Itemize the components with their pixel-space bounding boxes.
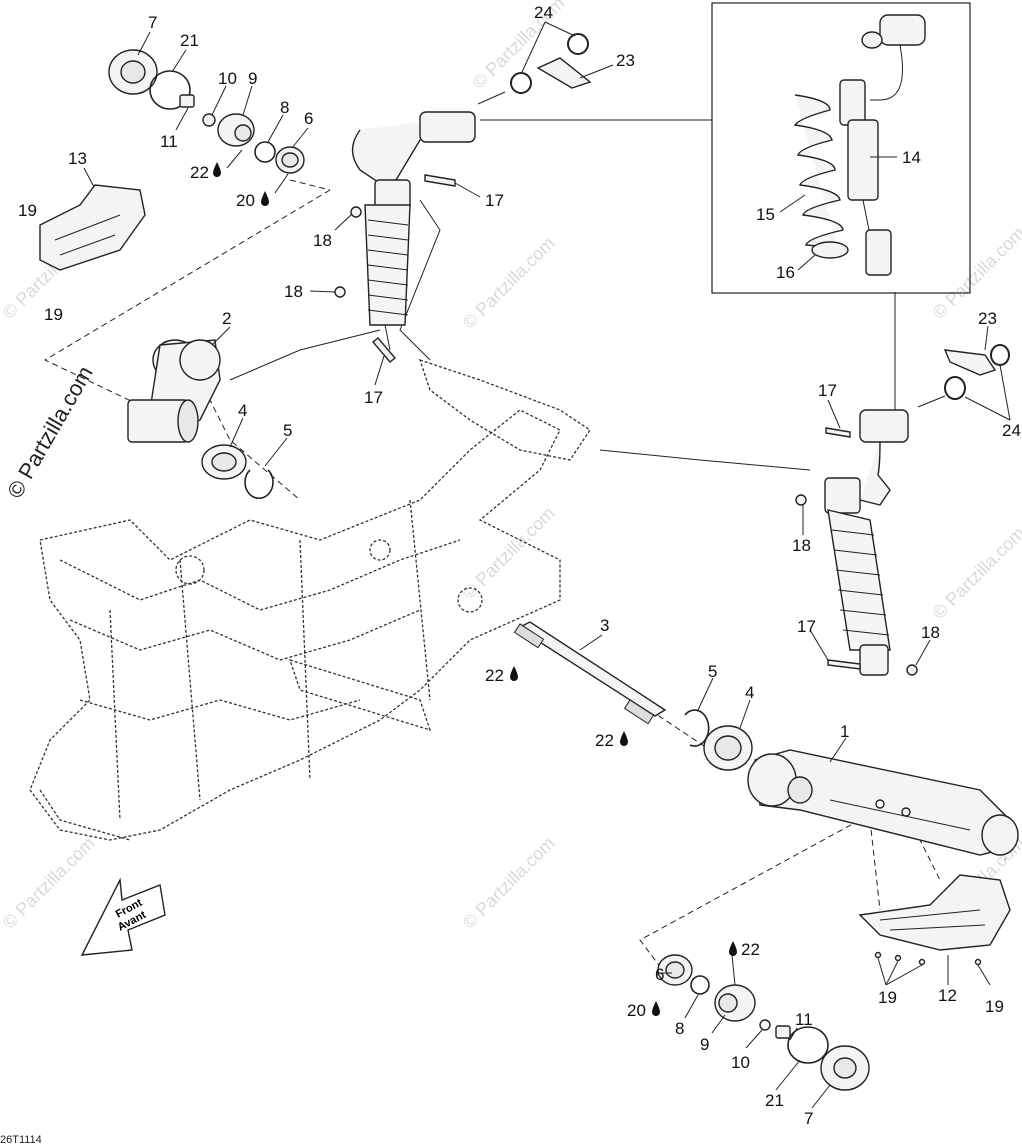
watermark: © Partzilla.com: [929, 223, 1022, 323]
callout-24: 24: [534, 3, 553, 22]
callout-leaders: [83, 21, 1011, 1109]
skid-plate-13: [39, 184, 146, 271]
callout-13: 13: [68, 149, 87, 168]
callout-23: 23: [978, 309, 997, 328]
callout-19: 19: [44, 305, 63, 324]
callout-17: 17: [364, 388, 383, 407]
callout-2: 2: [222, 309, 231, 328]
callout-5: 5: [283, 421, 292, 440]
callout-22: 22: [595, 731, 614, 750]
left-shock-absorber: [334, 111, 476, 363]
right-shock-absorber: [795, 409, 918, 676]
callout-19: 19: [18, 201, 37, 220]
figure-code: 26T1114: [0, 1134, 42, 1146]
left-pivot-parts: [108, 49, 305, 174]
grease-drop-icons: [213, 162, 737, 1016]
callout-9: 9: [700, 1035, 709, 1054]
inset-shock-components: [793, 14, 926, 276]
clamp-set-right: [917, 344, 1010, 408]
callout-11: 11: [160, 132, 178, 151]
watermark: © Partzilla.com: [469, 0, 569, 93]
callout-8: 8: [675, 1019, 684, 1038]
front-direction-arrow: Front Avant: [80, 877, 166, 956]
callout-9: 9: [248, 69, 257, 88]
callout-19: 19: [878, 988, 897, 1007]
callout-3: 3: [600, 616, 609, 635]
grease-drop-icon: [510, 666, 518, 681]
watermark: © Partzilla.com: [459, 503, 559, 603]
callout-18: 18: [284, 282, 303, 301]
callout-12: 12: [938, 986, 957, 1005]
callout-1: 1: [840, 722, 849, 741]
callout-18: 18: [921, 623, 940, 642]
callout-24: 24: [1002, 421, 1021, 440]
watermark: © Partzilla.com: [459, 833, 559, 933]
grease-drop-icon: [261, 191, 269, 206]
callout-21: 21: [765, 1091, 784, 1110]
callout-23: 23: [616, 51, 635, 70]
callout-11: 11: [795, 1010, 813, 1029]
grease-drop-icon: [729, 941, 737, 956]
callout-17: 17: [485, 191, 504, 210]
callout-6: 6: [304, 109, 313, 128]
callout-8: 8: [280, 98, 289, 117]
callout-17: 17: [818, 381, 837, 400]
swing-arm-1: [747, 749, 1019, 856]
callout-numbers: 7 21 10 9 11 8 6 22 20 13 19 19 2 4 5 18…: [18, 3, 1021, 1128]
watermark: © Partzilla.com: [459, 233, 559, 333]
pivot-housing-2: [127, 339, 274, 500]
callout-21: 21: [180, 31, 199, 50]
callout-19: 19: [985, 997, 1004, 1016]
callout-10: 10: [218, 69, 237, 88]
callout-18: 18: [313, 231, 332, 250]
callout-14: 14: [902, 148, 921, 167]
callout-4: 4: [745, 683, 754, 702]
right-bearing-parts: [684, 709, 753, 771]
callout-20: 20: [236, 191, 255, 210]
grease-drop-icon: [652, 1001, 660, 1016]
grease-drop-icon: [213, 162, 221, 177]
skid-plate-12: [858, 874, 1011, 966]
callout-18: 18: [792, 536, 811, 555]
watermark: © Partzilla.com: [929, 523, 1022, 623]
vehicle-frame: [29, 358, 591, 841]
callout-15: 15: [756, 205, 775, 224]
callout-16: 16: [776, 263, 795, 282]
callout-22: 22: [485, 666, 504, 685]
watermark: © Partzilla.com: [0, 833, 99, 933]
pivot-shaft-3: [513, 621, 667, 725]
shock-detail-inset: [711, 2, 971, 294]
grease-drop-icon: [620, 731, 628, 746]
callout-5: 5: [708, 662, 717, 681]
callout-7: 7: [148, 13, 157, 32]
callout-22: 22: [741, 940, 760, 959]
bottom-pivot-parts: [657, 954, 870, 1091]
callout-6: 6: [655, 965, 664, 984]
callout-17: 17: [797, 617, 816, 636]
callout-4: 4: [238, 401, 247, 420]
callout-22: 22: [190, 163, 209, 182]
callout-10: 10: [731, 1053, 750, 1072]
callout-20: 20: [627, 1001, 646, 1020]
clamp-set-top: [477, 33, 592, 105]
callout-7: 7: [804, 1109, 813, 1128]
